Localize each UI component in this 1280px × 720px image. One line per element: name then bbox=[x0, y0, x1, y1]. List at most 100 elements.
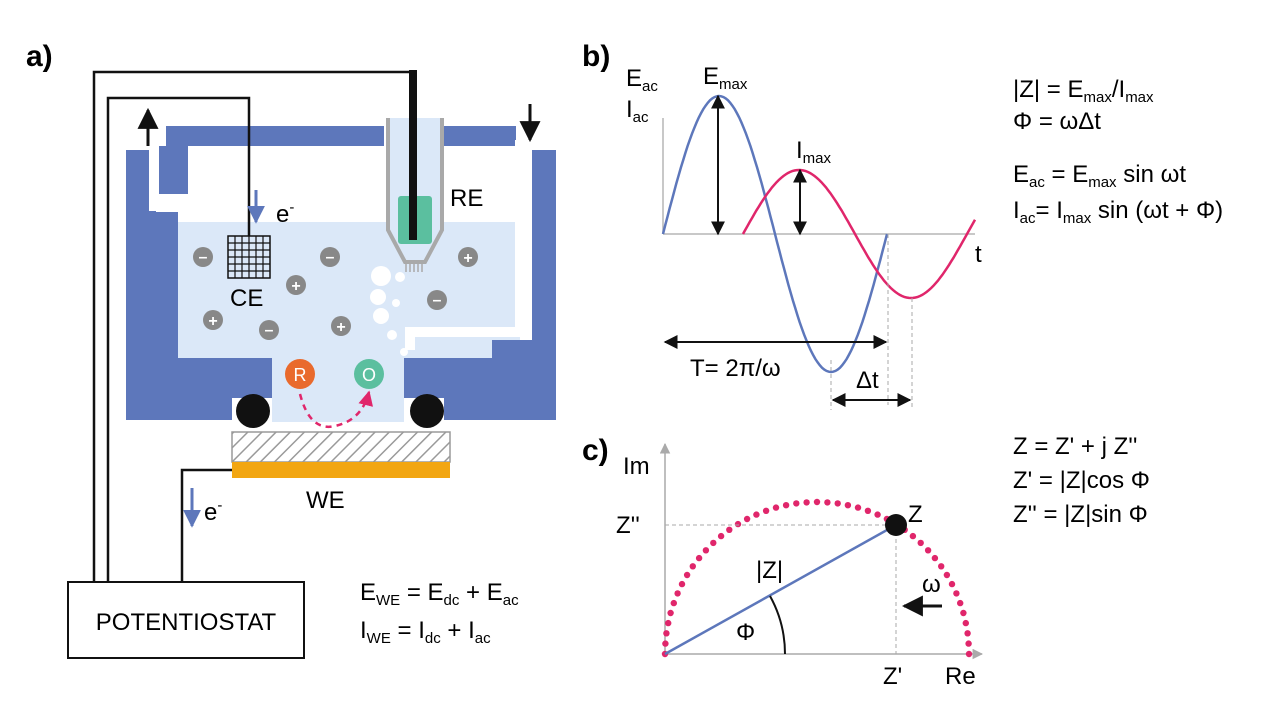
arc-dot bbox=[753, 511, 760, 518]
arc-dot bbox=[854, 504, 862, 511]
arc-dot bbox=[844, 502, 852, 509]
re-axis-label: Re bbox=[945, 663, 976, 690]
inlet-channel bbox=[149, 136, 246, 211]
cell-lid-left bbox=[166, 126, 384, 146]
arc-dot bbox=[803, 499, 810, 506]
panel-a-label: a) bbox=[26, 40, 53, 73]
arc-dot bbox=[965, 640, 972, 647]
z-point bbox=[885, 514, 907, 536]
arc-dot bbox=[726, 526, 733, 533]
arc-dot bbox=[931, 554, 939, 562]
ions: – – + + – + – + bbox=[193, 247, 478, 340]
ion-anion: – bbox=[320, 247, 340, 267]
gas-inlet-block bbox=[158, 146, 188, 194]
im-axis-label: Im bbox=[623, 453, 650, 480]
arc-dot bbox=[943, 571, 951, 579]
we-active-layer bbox=[231, 431, 451, 463]
svg-text:+: + bbox=[208, 313, 217, 330]
z-vector bbox=[664, 523, 897, 656]
arc-dot bbox=[924, 547, 932, 554]
arc-dot bbox=[874, 511, 881, 518]
arc-dot bbox=[917, 539, 924, 547]
omega-label: ω bbox=[922, 571, 941, 598]
arc-dot bbox=[782, 502, 790, 509]
electron-label-ce: e- bbox=[276, 199, 294, 228]
potentiostat-box bbox=[67, 581, 305, 659]
arc-dot bbox=[702, 547, 710, 554]
arc-dot bbox=[762, 507, 770, 514]
e-ac-eq: Eac = Emax sin ωt bbox=[1013, 161, 1186, 191]
svg-text:–: – bbox=[326, 249, 335, 266]
imax-label: Imax bbox=[796, 137, 832, 167]
z-complex-eq: Z = Z' + j Z'' bbox=[1013, 433, 1137, 460]
redox-arrow bbox=[298, 390, 373, 429]
arc-dot bbox=[743, 515, 751, 523]
ion-cation: + bbox=[203, 310, 223, 330]
arc-dot bbox=[962, 619, 969, 627]
ion-anion: – bbox=[259, 320, 279, 340]
ion-cation: + bbox=[286, 275, 306, 295]
panel-b-label: b) bbox=[582, 40, 610, 73]
cell-body-left bbox=[126, 150, 272, 420]
phase-eq: Φ = ωΔt bbox=[1013, 108, 1101, 135]
gas-bubbles bbox=[370, 266, 408, 356]
arc-dot bbox=[965, 650, 973, 658]
phase-angle-arc bbox=[769, 595, 786, 655]
arc-dot bbox=[695, 554, 703, 562]
o-ring-right bbox=[410, 394, 444, 428]
x-label-t: t bbox=[975, 241, 982, 268]
ce-label: CE bbox=[230, 285, 263, 312]
arc-dot bbox=[953, 590, 960, 597]
arc-dot bbox=[824, 499, 831, 506]
ion-cation: + bbox=[331, 316, 351, 336]
arc-dot bbox=[772, 504, 780, 511]
re-wire bbox=[409, 70, 417, 240]
i-ac-eq: Iac= Imax sin (ωt + Φ) bbox=[1013, 197, 1223, 227]
z-re-label: Z' bbox=[883, 663, 902, 690]
arc-dot bbox=[938, 563, 945, 570]
y-label-e-ac: Eac bbox=[626, 65, 658, 95]
svg-text:+: + bbox=[291, 278, 300, 295]
ion-anion: – bbox=[193, 247, 213, 267]
ion-cation: + bbox=[458, 247, 478, 267]
arc-dot bbox=[813, 498, 821, 506]
delta-t-label: Δt bbox=[856, 367, 879, 394]
species-o: O bbox=[354, 359, 384, 389]
z-point-label: Z bbox=[908, 501, 923, 528]
arc-dot bbox=[670, 599, 677, 607]
cell-wires bbox=[92, 70, 415, 582]
svg-text:+: + bbox=[336, 319, 345, 336]
z-imag-eq: Z'' = |Z|sin Φ bbox=[1013, 501, 1148, 528]
arc-dot bbox=[710, 539, 717, 547]
svg-text:–: – bbox=[433, 292, 442, 309]
cell-body-right bbox=[404, 150, 556, 420]
re-junction bbox=[405, 262, 423, 272]
electron-label-we: e- bbox=[204, 497, 222, 526]
nyquist-plot bbox=[659, 442, 984, 660]
arc-dot bbox=[689, 563, 696, 570]
impedance-arc bbox=[661, 498, 973, 658]
phase-label: Φ bbox=[736, 619, 755, 646]
current-equation: IWE = Idc + Iac bbox=[360, 617, 491, 647]
i-ac-wave bbox=[741, 168, 977, 300]
svg-text:+: + bbox=[463, 250, 472, 267]
svg-text:R: R bbox=[294, 365, 307, 385]
arc-dot bbox=[663, 630, 670, 637]
potential-equation: EWE = Edc + Eac bbox=[360, 579, 519, 609]
period-label: T= 2π/ω bbox=[690, 355, 781, 382]
arc-dot bbox=[667, 609, 674, 617]
magnitude-label: |Z| bbox=[756, 557, 783, 584]
svg-text:–: – bbox=[265, 322, 274, 339]
we-label: WE bbox=[306, 487, 345, 514]
arc-dot bbox=[864, 507, 872, 514]
arc-dot bbox=[964, 630, 971, 637]
arc-dot bbox=[665, 619, 672, 627]
arc-dot bbox=[674, 590, 681, 597]
arc-dot bbox=[948, 580, 956, 588]
we-substrate bbox=[232, 462, 450, 478]
species-r: R bbox=[285, 359, 315, 389]
z-real-eq: Z' = |Z|cos Φ bbox=[1013, 467, 1150, 494]
arc-dot bbox=[957, 599, 964, 607]
e-ac-wave bbox=[661, 94, 889, 374]
